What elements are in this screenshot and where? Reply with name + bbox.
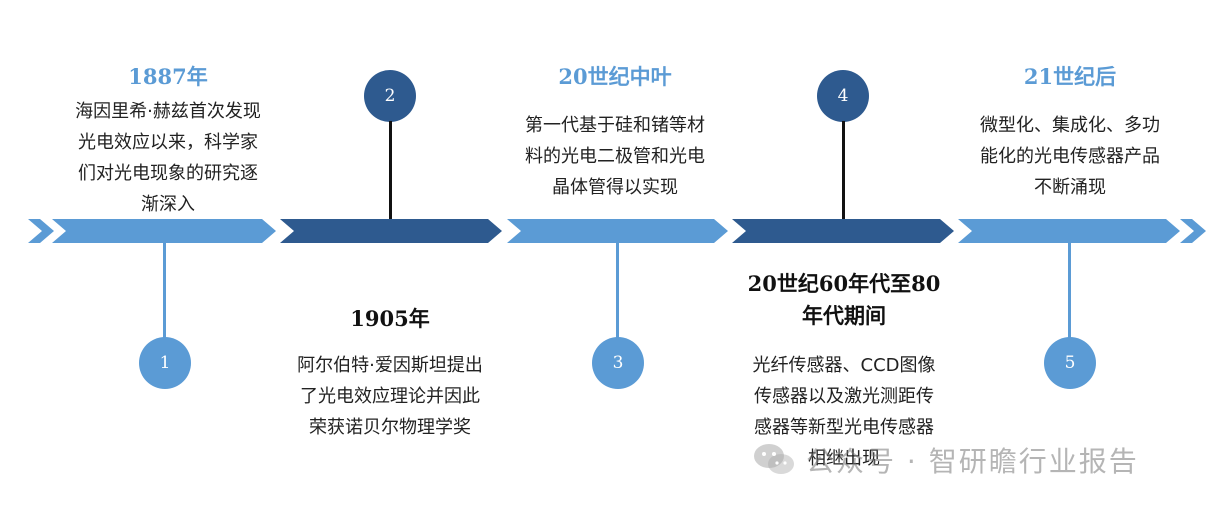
milestone-5-description: 微型化、集成化、多功 能化的光电传感器产品 不断涌现 <box>980 115 1160 198</box>
milestone-1-description: 海因里希·赫兹首次发现 光电效应以来，科学家 们对光电现象的研究逐 渐深入 <box>75 101 261 215</box>
timeline-end-chevron <box>1180 219 1206 243</box>
milestone-3-era: 20世纪中叶 <box>558 64 672 89</box>
milestone-1-era: 1887年 <box>128 64 208 89</box>
milestone-2-description: 阿尔伯特·爱因斯坦提出 了光电效应理论并因此 荣获诺贝尔物理学奖 <box>297 355 483 438</box>
milestone-3-stem <box>616 243 619 338</box>
milestone-5-stem <box>1068 243 1071 338</box>
timeline-start-chevron <box>28 219 54 243</box>
milestone-2-number-circle: 2 <box>364 70 416 122</box>
timeline-segment-1 <box>52 219 276 243</box>
timeline-segment-3 <box>507 219 728 243</box>
milestone-4-stem <box>842 121 845 219</box>
milestone-2-stem <box>389 121 392 219</box>
timeline-segment-5 <box>958 219 1180 243</box>
wechat-icon <box>754 444 794 474</box>
timeline-segment-4 <box>732 219 954 243</box>
milestone-3-number-circle: 3 <box>592 337 644 389</box>
milestone-3-description: 第一代基于硅和锗等材 料的光电二极管和光电 晶体管得以实现 <box>525 115 705 198</box>
watermark-text: 公众号 · 智研瞻行业报告 <box>806 445 1139 478</box>
milestone-1-number-circle: 1 <box>139 337 191 389</box>
milestone-5-era: 21世纪后 <box>1023 64 1117 89</box>
milestone-4-description: 光纤传感器、CCD图像 传感器以及激光测距传 感器等新型光电传感器 相继出现 <box>752 355 936 469</box>
milestone-4-number-circle: 4 <box>817 70 869 122</box>
watermark: 公众号 · 智研瞻行业报告 <box>752 438 1212 482</box>
milestone-1-stem <box>163 243 166 338</box>
milestone-4-era: 20世纪60年代至80 年代期间 <box>747 271 941 328</box>
timeline-segment-2 <box>280 219 502 243</box>
milestone-5-number-circle: 5 <box>1044 337 1096 389</box>
milestone-2-era: 1905年 <box>350 306 430 331</box>
